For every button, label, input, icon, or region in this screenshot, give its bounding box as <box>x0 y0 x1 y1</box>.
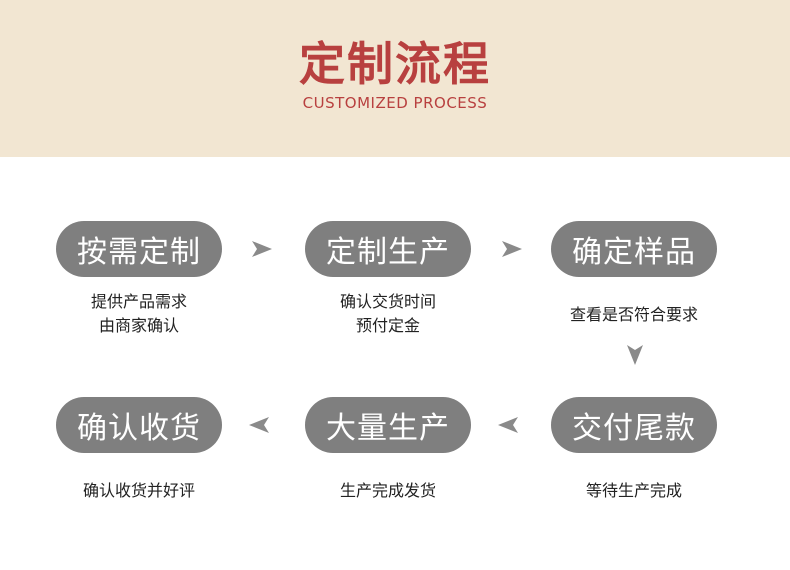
step-desc-4: 等待生产完成 <box>534 479 734 503</box>
step-pill-2: 定制生产 <box>305 221 471 277</box>
step-desc-5-line-1: 生产完成发货 <box>339 481 436 500</box>
step-desc-2: 确认交货时间 预付定金 <box>288 290 488 338</box>
page-title: 定制流程 <box>299 37 491 91</box>
step-desc-2-line-1: 确认交货时间 <box>339 292 436 311</box>
step-pill-6: 确认收货 <box>56 397 222 453</box>
step-desc-6: 确认收货并好评 <box>39 479 239 503</box>
step-desc-4-line-1: 等待生产完成 <box>585 481 682 500</box>
step-desc-3: 查看是否符合要求 <box>534 303 734 327</box>
arrow-left-icon <box>496 413 520 437</box>
arrow-down-icon <box>623 343 647 367</box>
arrow-left-icon <box>247 413 271 437</box>
arrow-right-icon <box>250 237 274 261</box>
step-pill-1: 按需定制 <box>56 221 222 277</box>
step-desc-1-line-1: 提供产品需求 <box>90 292 187 311</box>
step-desc-3-line-1: 查看是否符合要求 <box>569 305 698 324</box>
arrow-right-icon <box>500 237 524 261</box>
step-pill-4: 交付尾款 <box>551 397 717 453</box>
step-desc-1: 提供产品需求 由商家确认 <box>39 290 239 338</box>
step-desc-5: 生产完成发货 <box>288 479 488 503</box>
page-subtitle: CUSTOMIZED PROCESS <box>302 94 488 112</box>
step-desc-6-line-1: 确认收货并好评 <box>82 481 195 500</box>
header-banner: 定制流程 CUSTOMIZED PROCESS <box>0 0 790 157</box>
step-pill-3: 确定样品 <box>551 221 717 277</box>
step-desc-2-line-2: 预付定金 <box>355 316 420 335</box>
step-desc-1-line-2: 由商家确认 <box>98 316 179 335</box>
step-pill-5: 大量生产 <box>305 397 471 453</box>
